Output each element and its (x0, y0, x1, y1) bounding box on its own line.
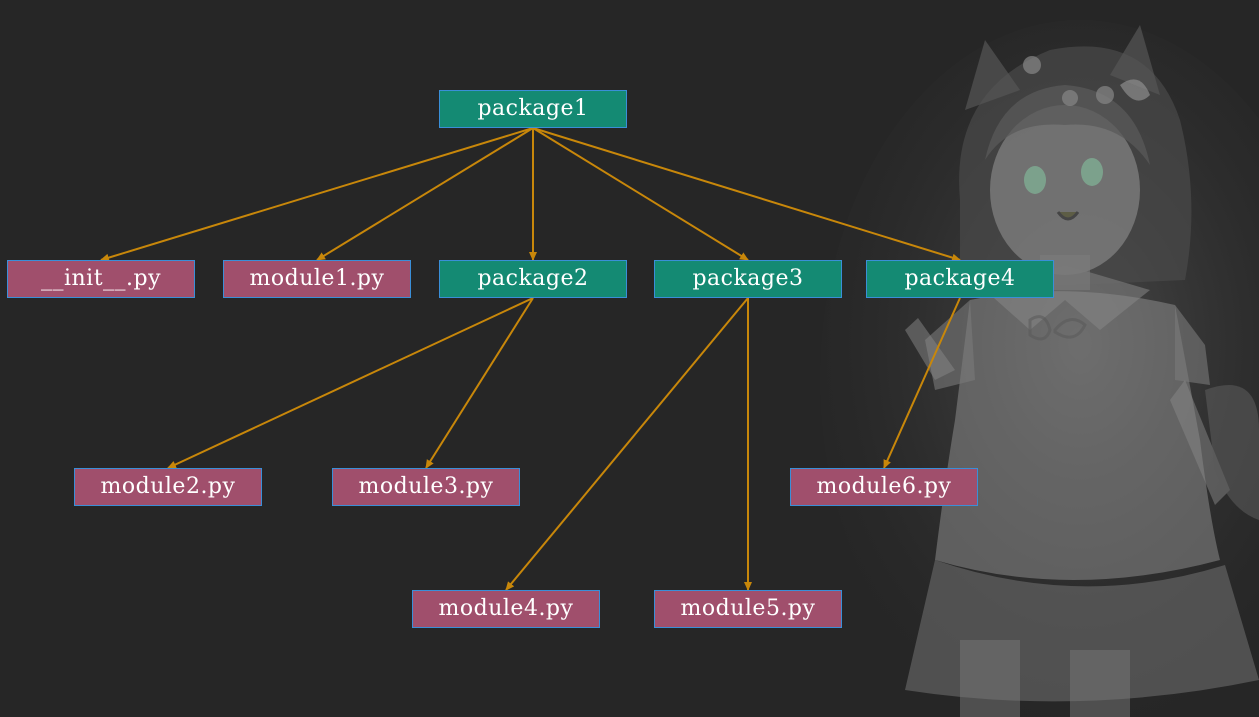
module3-node: module3.py (332, 468, 520, 506)
edge-package4-to-module6 (883, 297, 961, 469)
package3-node: package3 (654, 260, 842, 298)
package1-node: package1 (439, 90, 627, 128)
module4-node: module4.py (412, 590, 600, 628)
module6-node: module6.py (790, 468, 978, 506)
edge-package1-to-package3 (532, 127, 749, 261)
package4-node: package4 (866, 260, 1054, 298)
edge-package3-to-module4 (505, 297, 749, 591)
edge-package1-to-package4 (532, 127, 961, 262)
edge-package1-to-init (100, 127, 534, 262)
edge-package2-to-module3 (425, 297, 534, 469)
module5-node: module5.py (654, 590, 842, 628)
edge-package2-to-module2 (167, 297, 534, 469)
init-py-node: __init__.py (7, 260, 195, 298)
module2-node: module2.py (74, 468, 262, 506)
package2-node: package2 (439, 260, 627, 298)
module1-node: module1.py (223, 260, 411, 298)
edge-package1-to-module1 (316, 127, 534, 261)
